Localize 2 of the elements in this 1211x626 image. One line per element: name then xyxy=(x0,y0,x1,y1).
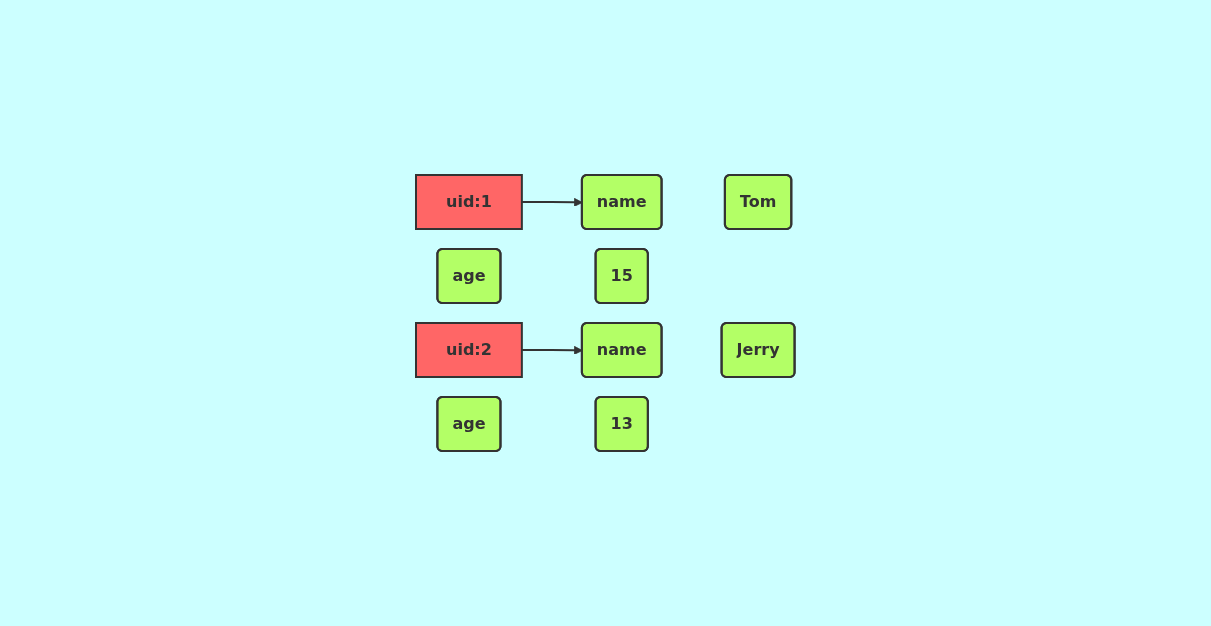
node-box: uid:2 xyxy=(415,322,524,378)
node-box: uid:1 xyxy=(415,174,524,230)
